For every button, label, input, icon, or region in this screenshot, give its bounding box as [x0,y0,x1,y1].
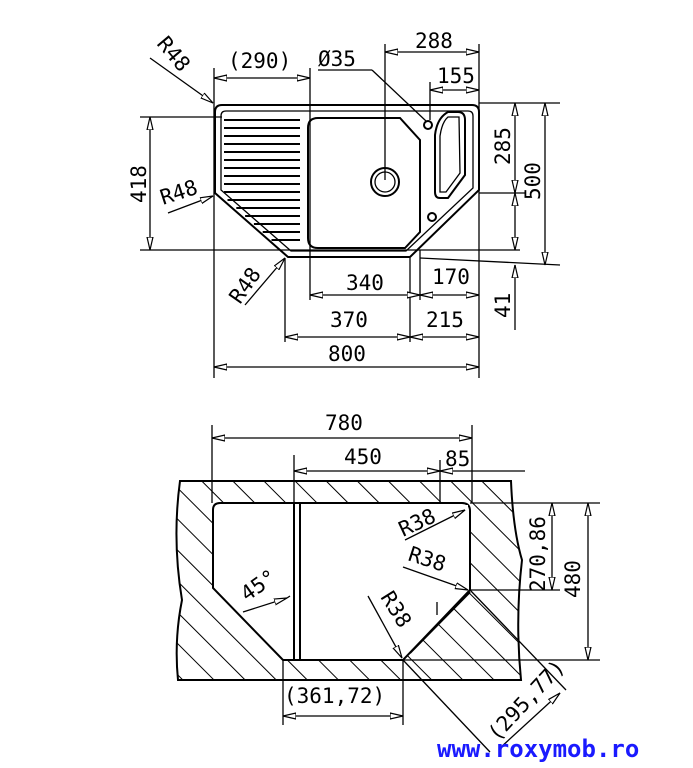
dim-285: 285 [491,127,515,165]
dim-85: 85 [445,447,470,471]
countertop-hatched-area [175,480,524,681]
front-edge-line [409,591,471,654]
cutout-dimension-lines [212,438,588,749]
radius-r38-bottom: R38 [376,587,416,632]
radius-r48-middle: R48 [157,175,200,210]
dim-170: 170 [432,265,470,289]
overflow-slot [434,111,466,199]
cutout-extension-lines [211,425,600,753]
sink-outline [214,104,480,258]
angle-45: 45° [236,565,281,606]
dim-500: 500 [521,162,545,200]
dim-418: 418 [127,165,151,203]
radius-r48-bottom: R48 [224,263,265,308]
overflow-slot-inner [439,116,461,193]
dim-diameter-35: Ø35 [318,47,356,71]
tap-hole [423,120,433,130]
dim-450: 450 [344,445,382,469]
dim-340: 340 [346,271,384,295]
sink-top-view: (290) 288 155 Ø35 340 170 370 215 800 41… [127,29,561,378]
cutout-view: 780 450 85 (361,72) 480 270,86 (295,77) … [175,411,600,753]
cutout-top-clear [216,505,468,509]
dim-41: 41 [491,293,515,318]
dim-215: 215 [426,308,464,332]
dim-780: 780 [325,411,363,435]
dim-290: (290) [228,49,291,73]
dim-155: 155 [437,64,475,88]
radius-r38-middle: R38 [405,542,448,577]
watermark-url: www.roxymob.ro [437,735,639,763]
dim-270-86: 270,86 [526,516,550,592]
dim-800: 800 [328,342,366,366]
bowl [307,117,421,249]
overflow-hole [427,212,437,222]
sink-inner-rim [220,110,474,252]
radius-r38-top: R38 [395,504,440,542]
dimension-lines [150,52,545,367]
drainboard-grooves [224,119,300,241]
dim-361-72: (361,72) [284,684,385,708]
dim-370: 370 [330,308,368,332]
dim-480: 480 [561,560,585,598]
dim-288: 288 [415,29,453,53]
radius-r48-top: R48 [152,32,195,76]
